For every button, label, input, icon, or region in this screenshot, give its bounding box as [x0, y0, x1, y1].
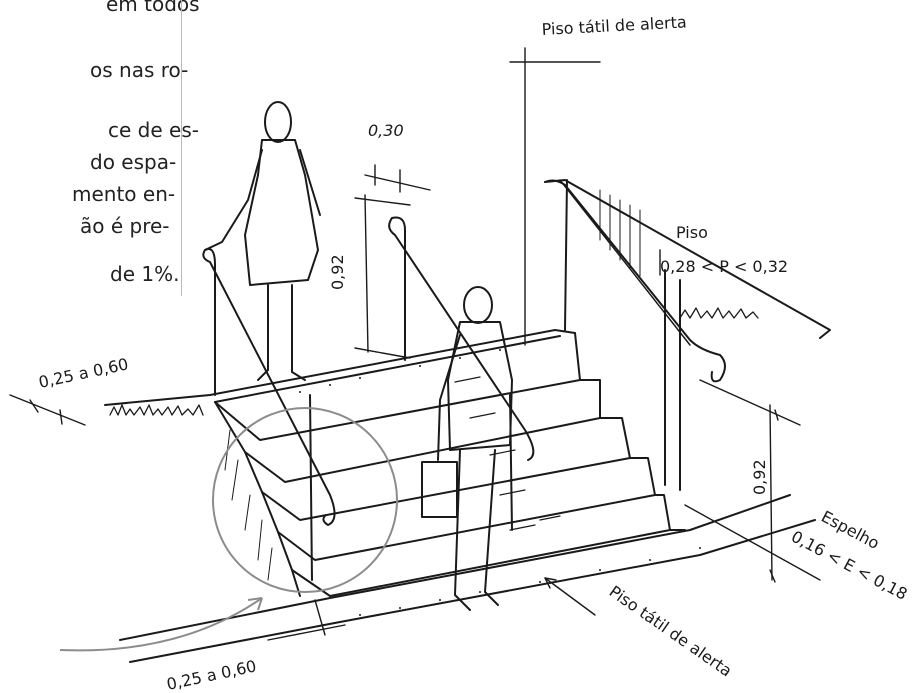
staircase — [104, 179, 831, 663]
text-line-2: os nas ro- — [90, 58, 189, 82]
label-dim-092-left: 0,92 — [328, 254, 347, 290]
text-line-3: ce de es- — [108, 118, 199, 142]
handrails — [202, 179, 726, 581]
label-piso-range: 0,28 < P < 0,32 — [660, 257, 788, 276]
text-line-4: do espa- — [90, 150, 177, 174]
text-line-6: ão é pre- — [80, 214, 170, 238]
label-dim-025-060-left: 0,25 a 0,60 — [37, 354, 130, 392]
text-line-7: de 1%. — [110, 262, 180, 286]
column-divider — [181, 0, 182, 296]
label-piso-tatil-top: Piso tátil de alerta — [541, 12, 687, 39]
text-line-1: em todos — [106, 0, 200, 16]
man-figure — [421, 286, 513, 611]
label-piso: Piso — [676, 223, 708, 242]
tactile-dots — [299, 349, 701, 616]
highlight-circle — [59, 407, 398, 652]
label-dim-025-060-bottom: 0,25 a 0,60 — [165, 656, 258, 693]
paragraph-text-column: em todos os nas ro- ce de es- do espa- m… — [0, 0, 200, 300]
dimension-lines — [9, 47, 821, 641]
label-dim-092-right: 0,92 — [750, 459, 769, 495]
label-piso-tatil-bottom: Piso tátil de alerta — [606, 582, 736, 681]
label-dim-030: 0,30 — [368, 121, 404, 140]
woman-figure — [204, 101, 321, 381]
text-line-5: mento en- — [72, 182, 176, 206]
